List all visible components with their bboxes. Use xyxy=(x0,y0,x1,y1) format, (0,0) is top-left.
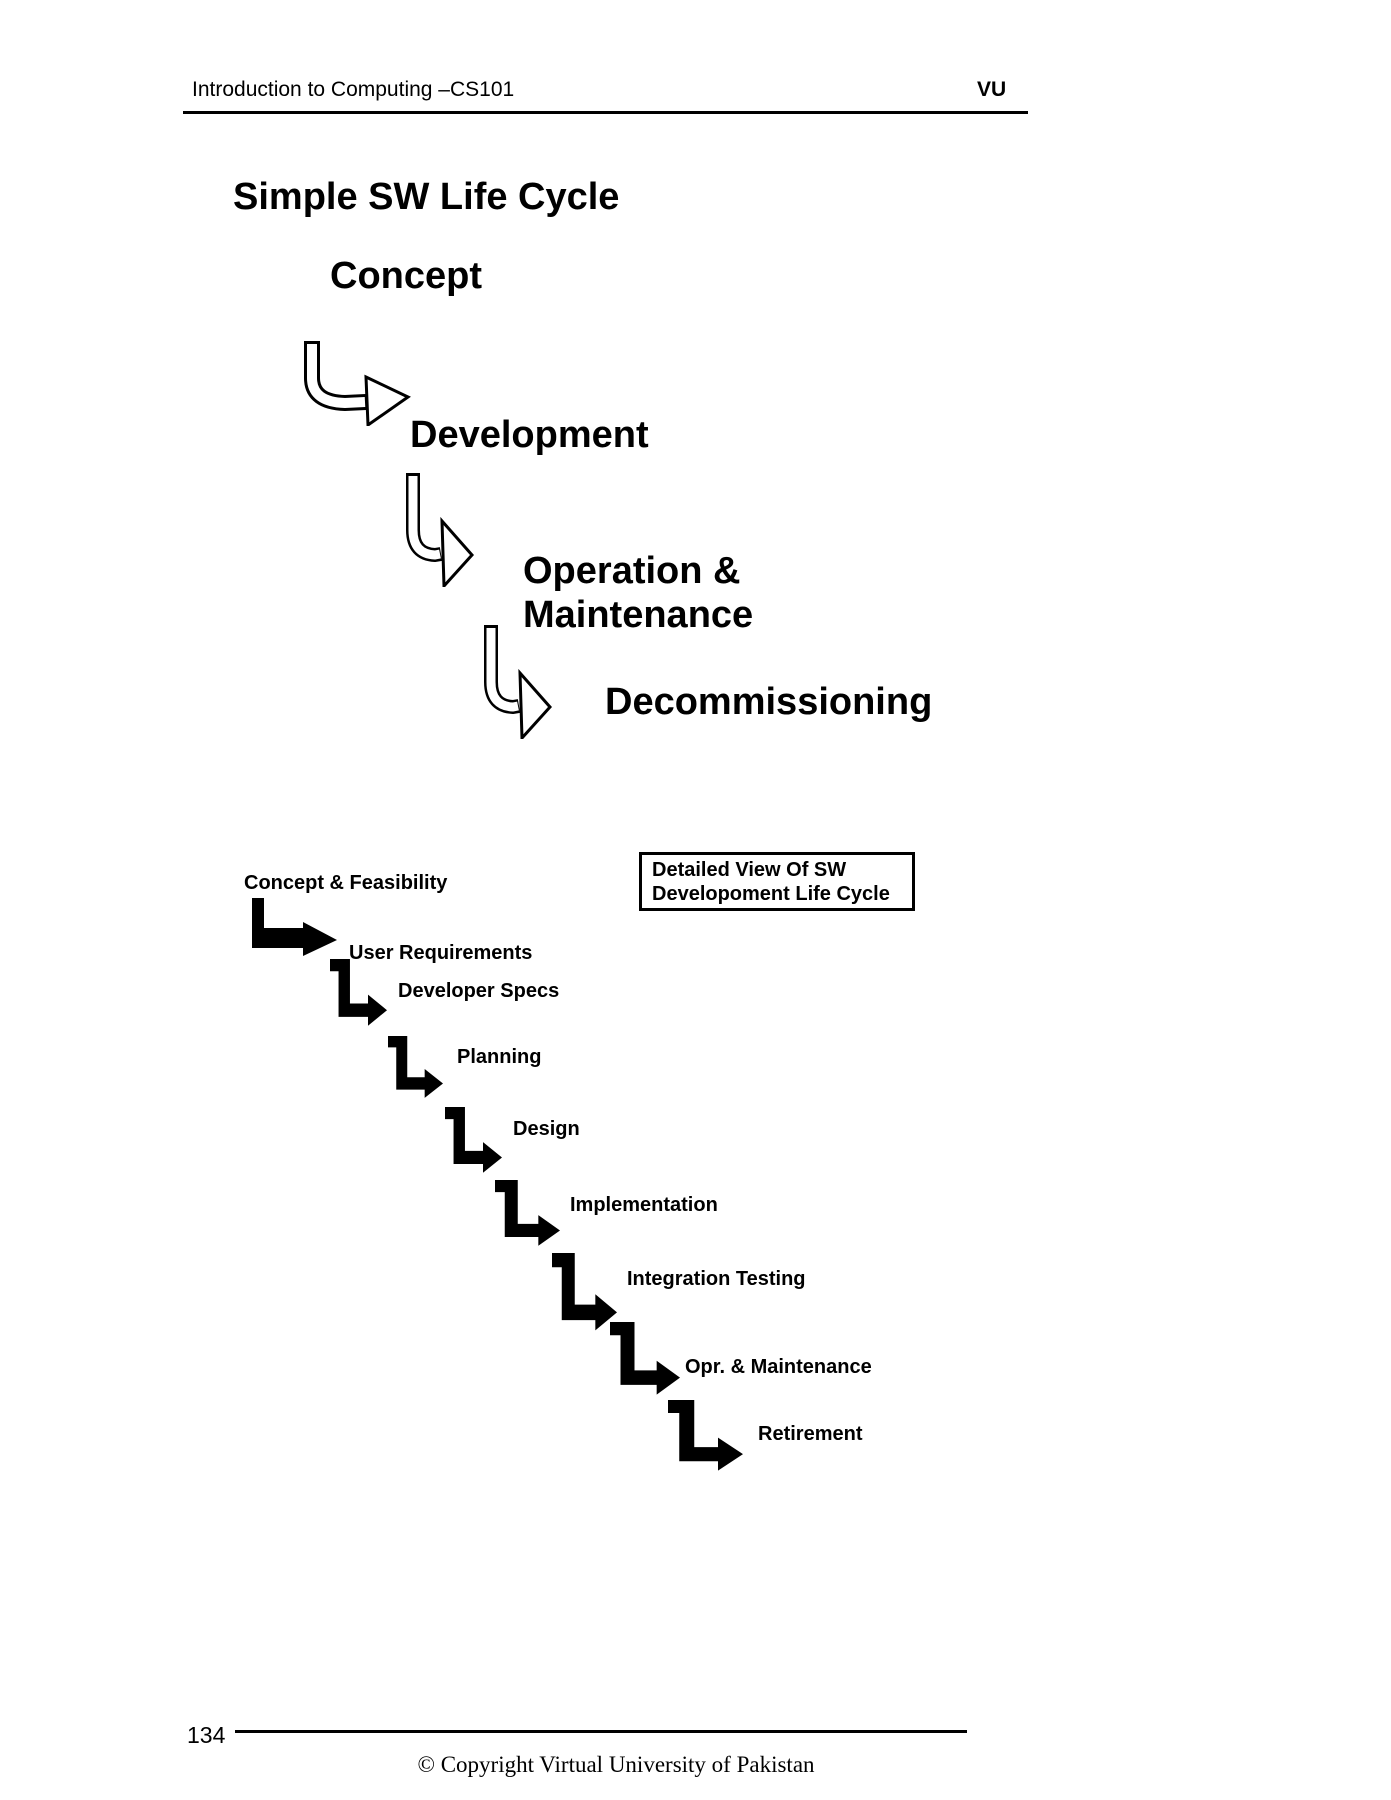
header-right-label: VU xyxy=(977,78,1007,101)
stage-development: Development xyxy=(410,414,649,456)
copyright-notice: © Copyright Virtual University of Pakist… xyxy=(417,1752,815,1777)
header-course-title: Introduction to Computing –CS101 xyxy=(192,78,515,101)
stage-operation-maintenance: Operation & Maintenance xyxy=(523,550,754,636)
step-arrow-icon xyxy=(445,1107,502,1173)
step-label-implementation: Implementation xyxy=(570,1194,718,1216)
step-arrow-icon xyxy=(668,1400,743,1471)
step-label-opr-maintenance: Opr. & Maintenance xyxy=(685,1356,872,1378)
step-arrow-icon xyxy=(252,898,337,956)
header-divider xyxy=(183,111,1028,114)
step-label-concept-feasibility: Concept & Feasibility xyxy=(244,872,448,894)
curved-arrow-icon xyxy=(484,625,552,739)
curved-arrow-icon xyxy=(406,473,474,587)
step-arrow-icon xyxy=(330,959,387,1026)
step-label-design: Design xyxy=(513,1118,580,1140)
caption-line-2: Developoment Life Cycle xyxy=(652,883,890,905)
step-label-planning: Planning xyxy=(457,1046,542,1068)
page-number: 134 xyxy=(187,1722,226,1748)
detailed-view-caption-box: Detailed View Of SW Developoment Life Cy… xyxy=(639,852,915,911)
step-label-user-requirements: User Requirements xyxy=(349,942,533,964)
step-label-retirement: Retirement xyxy=(758,1423,863,1445)
step-arrow-icon xyxy=(495,1180,560,1246)
step-label-integration-testing: Integration Testing xyxy=(627,1268,806,1290)
diagram-title: Simple SW Life Cycle xyxy=(233,176,620,218)
step-arrow-icon xyxy=(388,1036,443,1098)
footer-divider xyxy=(235,1730,967,1733)
step-label-developer-specs: Developer Specs xyxy=(398,980,560,1002)
step-arrow-icon xyxy=(610,1322,680,1395)
stage-concept: Concept xyxy=(330,255,482,297)
curved-arrow-icon xyxy=(304,341,411,426)
caption-line-1: Detailed View Of SW xyxy=(652,859,847,881)
stage-decommissioning: Decommissioning xyxy=(605,681,933,723)
step-arrow-icon xyxy=(552,1253,617,1331)
